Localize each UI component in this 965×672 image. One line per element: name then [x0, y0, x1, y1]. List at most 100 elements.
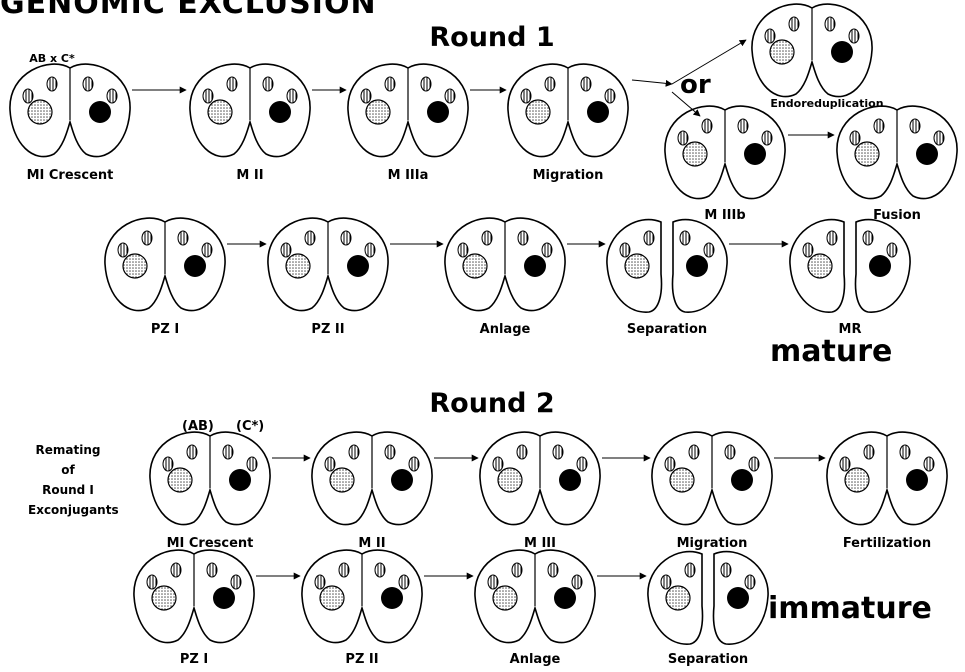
pair-r2-fertilization — [827, 432, 947, 524]
micronucleus — [789, 17, 799, 31]
macronucleus-stippled — [286, 254, 310, 278]
micronucleus — [375, 563, 385, 577]
micronucleus — [548, 563, 558, 577]
macronucleus-stippled — [123, 254, 147, 278]
micronucleus — [863, 231, 873, 245]
micronucleus — [665, 457, 675, 471]
macronucleus-stippled — [670, 468, 694, 492]
micronucleus — [458, 243, 468, 257]
macronucleus-black — [727, 587, 749, 609]
micronucleus — [339, 563, 349, 577]
macronucleus-stippled — [366, 100, 390, 124]
pair-r1-anlage — [445, 218, 565, 310]
micronucleus — [803, 243, 813, 257]
micronucleus — [577, 457, 587, 471]
side-note-line-4: Exconjugants — [28, 500, 108, 520]
micronucleus — [721, 563, 731, 577]
micronucleus — [702, 119, 712, 133]
stage-label-pz-i: PZ I — [151, 322, 179, 337]
stage-label-pz-ii: PZ II — [311, 322, 344, 337]
pair-r1-fusion — [837, 106, 957, 198]
macronucleus-stippled — [493, 586, 517, 610]
pair-r1-mr — [790, 220, 910, 313]
macronucleus-stippled — [208, 100, 232, 124]
micronucleus — [850, 131, 860, 145]
round-1-title: Round 1 — [429, 22, 554, 53]
macronucleus-black — [269, 101, 291, 123]
parent-label-ab: (AB) — [182, 419, 214, 434]
micronucleus — [325, 457, 335, 471]
macronucleus-stippled — [330, 468, 354, 492]
micronucleus — [305, 231, 315, 245]
micronucleus — [147, 575, 157, 589]
macronucleus-black — [686, 255, 708, 277]
micronucleus — [827, 231, 837, 245]
macronucleus-black — [427, 101, 449, 123]
macronucleus-black — [347, 255, 369, 277]
strain-label: AB x C* — [29, 52, 74, 65]
macronucleus-stippled — [808, 254, 832, 278]
side-note-line-2: of — [28, 460, 108, 480]
stage-label-m-iiia: M IIIa — [388, 168, 429, 183]
micronucleus — [171, 563, 181, 577]
macronucleus-black — [906, 469, 928, 491]
pair-r2-migration — [652, 432, 772, 524]
macronucleus-black — [559, 469, 581, 491]
macronucleus-stippled — [463, 254, 487, 278]
pair-r1-pz-i — [105, 218, 225, 310]
r2-stage-label-mi-crescent: MI Crescent — [167, 536, 254, 551]
micronucleus — [47, 77, 57, 91]
micronucleus — [207, 563, 217, 577]
micronucleus — [385, 445, 395, 459]
micronucleus — [118, 243, 128, 257]
r2-stage-label-separation: Separation — [668, 652, 748, 667]
macronucleus-black — [184, 255, 206, 277]
micronucleus — [315, 575, 325, 589]
pair-r2-separation — [648, 552, 768, 645]
outcome-immature: immature — [768, 591, 932, 626]
macronucleus-black — [831, 41, 853, 63]
micronucleus — [187, 445, 197, 459]
pair-r1-mi-crescent — [10, 64, 130, 156]
stage-label-m-iiib: M IIIb — [704, 208, 745, 223]
micronucleus — [910, 119, 920, 133]
macronucleus-black — [381, 587, 403, 609]
micronucleus — [542, 243, 552, 257]
macronucleus-stippled — [498, 468, 522, 492]
micronucleus — [365, 243, 375, 257]
micronucleus — [263, 77, 273, 91]
macronucleus-black — [731, 469, 753, 491]
micronucleus — [83, 77, 93, 91]
micronucleus — [825, 17, 835, 31]
micronucleus — [934, 131, 944, 145]
micronucleus — [223, 445, 233, 459]
pair-r2-mi-crescent — [150, 432, 270, 524]
micronucleus — [482, 231, 492, 245]
micronucleus — [349, 445, 359, 459]
pair-r1-m-iiia — [348, 64, 468, 156]
micronucleus — [680, 231, 690, 245]
micronucleus — [678, 131, 688, 145]
micronucleus — [23, 89, 33, 103]
micronucleus — [581, 77, 591, 91]
stage-label-anlage: Anlage — [480, 322, 531, 337]
micronucleus — [488, 575, 498, 589]
macronucleus-black — [391, 469, 413, 491]
micronucleus — [762, 131, 772, 145]
micronucleus — [749, 457, 759, 471]
stage-label-migration: Migration — [533, 168, 604, 183]
macronucleus-stippled — [666, 586, 690, 610]
micronucleus — [287, 89, 297, 103]
micronucleus — [231, 575, 241, 589]
side-note-line-3: Round I — [28, 480, 108, 500]
r2-stage-label-m-iii: M III — [524, 536, 556, 551]
micronucleus — [281, 243, 291, 257]
pair-r1-m-iiib — [665, 106, 785, 198]
macronucleus-stippled — [28, 100, 52, 124]
macronucleus-stippled — [526, 100, 550, 124]
micronucleus — [202, 243, 212, 257]
micronucleus — [399, 575, 409, 589]
micronucleus — [738, 119, 748, 133]
pair-r2-anlage — [475, 550, 595, 642]
r2-stage-label-pz-ii: PZ II — [345, 652, 378, 667]
